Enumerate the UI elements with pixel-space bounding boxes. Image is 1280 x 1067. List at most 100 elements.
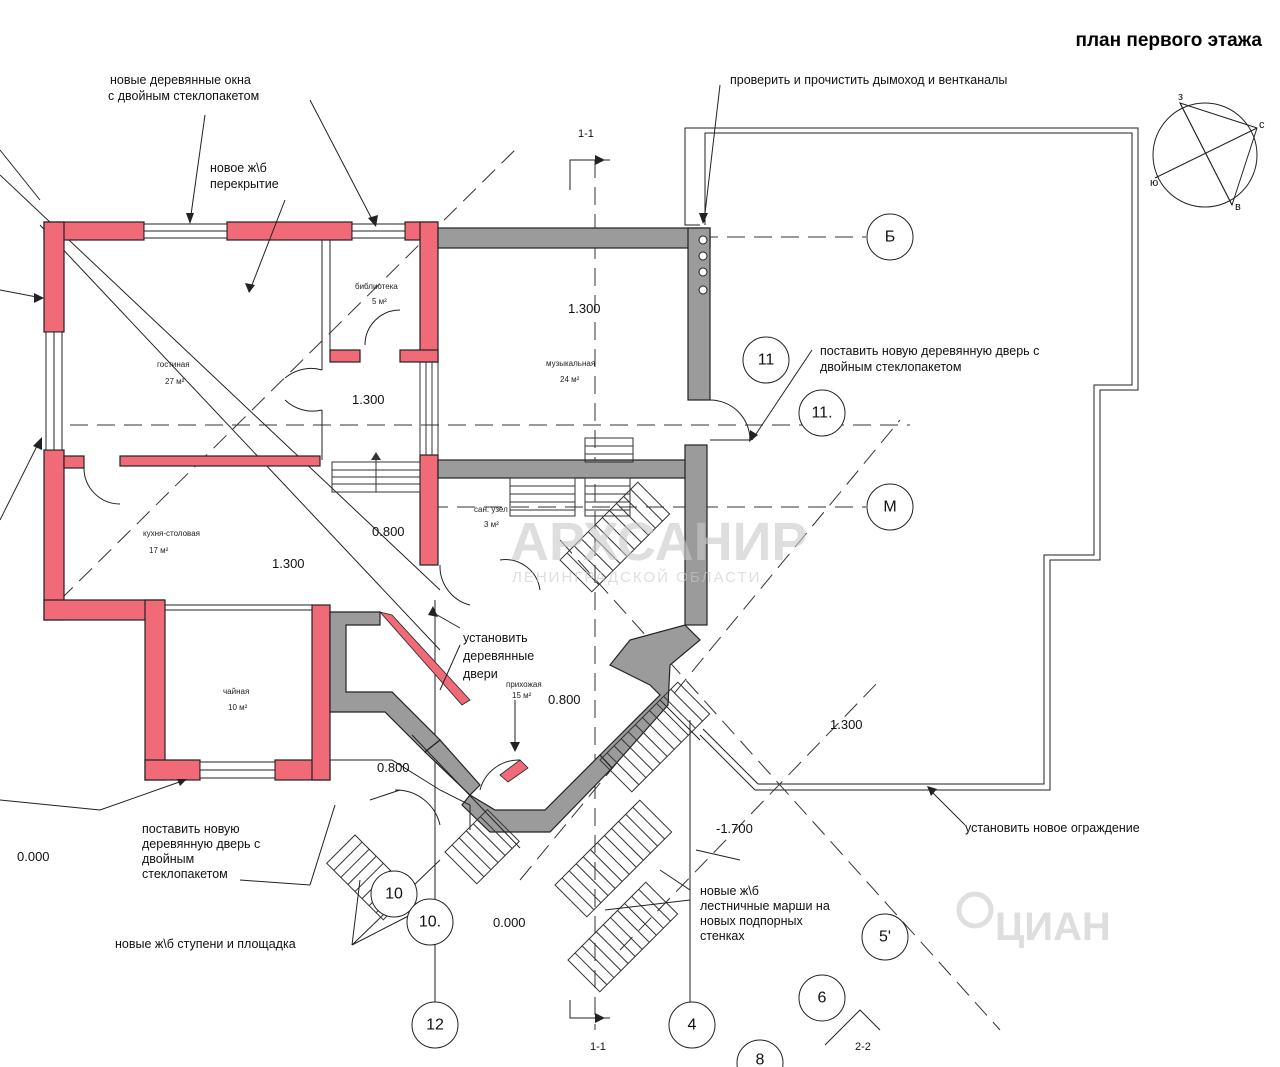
axis-label-11p: 11. (811, 405, 832, 422)
axis-label-12: 12 (426, 1017, 444, 1034)
room-living-name: гостиная (157, 360, 190, 369)
axis-label-5p: 5' (879, 929, 891, 946)
axis-label-6: 6 (818, 990, 827, 1007)
watermark-corner-text: ЦИАН (995, 905, 1111, 949)
room-tea-area: 10 м² (228, 703, 248, 712)
terrace-outline (684, 127, 1139, 791)
axis-bubble-10p: 10. (406, 898, 454, 946)
axis-bubble-6: 6 (798, 974, 846, 1022)
axis-label-8: 8 (756, 1052, 765, 1067)
axis-bubble-b: Б (866, 213, 914, 261)
level-ground-left: 0.000 (17, 849, 50, 864)
section-label-top: 1-1 (578, 128, 594, 140)
note-door-right-line-2: двойным стеклопакетом (820, 360, 961, 374)
note-stairs: новые ж\б лестничные марши на новых подп… (700, 884, 830, 943)
axis-label-11: 11 (758, 352, 775, 369)
compass-label-w: ю (1150, 177, 1158, 189)
drawing-title: план первого этажа (1076, 30, 1263, 51)
windows (45, 223, 406, 779)
axis-bubble-m: М (866, 483, 914, 531)
note-door-left-line-4: стеклопакетом (142, 867, 228, 881)
note-windows: новые деревянные окна с двойным стеклопа… (108, 73, 259, 103)
level-stair-top: 0.800 (372, 524, 405, 539)
axis-bubble-11p: 11. (798, 389, 846, 437)
note-door-left-line-3: двойным (142, 852, 194, 866)
note-windows-line-2: с двойным стеклопакетом (108, 89, 259, 103)
axis-bubble-8: 8 (736, 1039, 784, 1067)
note-slab: новое ж\б перекрытие (210, 161, 279, 191)
note-stairs-line-4: стенках (700, 929, 745, 943)
axis-bubble-4: 4 (668, 1001, 716, 1049)
room-kitchen-name: кухня-столовая (143, 529, 200, 538)
note-doors-wood-line-3: двери (463, 667, 498, 681)
note-stairs-line-3: новых подпорных (700, 914, 804, 928)
axis-label-b: Б (885, 229, 896, 246)
section-label-bottom: 1-1 (590, 1041, 606, 1053)
note-stairs-line-2: лестничные марши на (700, 899, 830, 913)
axis-bubble-11: 11 (742, 336, 790, 384)
note-stairs-line-1: новые ж\б (700, 884, 759, 898)
level-terrace: 1.300 (830, 717, 863, 732)
room-library-area: 5 м² (372, 297, 387, 306)
stairs (326, 362, 711, 993)
room-living-area: 27 м² (165, 377, 185, 386)
axis-bubble-10: 10 (370, 870, 418, 918)
axis-label-10p: 10. (419, 914, 441, 931)
room-music-name: музыкальная (546, 359, 595, 368)
room-bath-name: сан. узел (474, 505, 508, 514)
note-door-right-line-1: поставить новую деревянную дверь с (820, 344, 1039, 358)
note-windows-line-1: новые деревянные окна (110, 73, 251, 87)
level-ground-mid: 0.000 (493, 915, 526, 930)
note-doors-wood-line-1: установить (463, 631, 528, 645)
construction-lines (0, 144, 1001, 1031)
porch-outline (329, 759, 471, 830)
level-porch: 0.800 (377, 760, 410, 775)
note-doors-wood: установить деревянные двери (463, 631, 534, 681)
watermark-center-sub: ЛЕНИНГРАДСКОЙ ОБЛАСТИ (512, 568, 761, 586)
note-fence: установить новое ограждение (965, 821, 1140, 835)
note-chimney: проверить и прочистить дымоход и венткан… (730, 73, 1007, 87)
level-lower: -1.700 (716, 821, 753, 836)
note-slab-line-2: перекрытие (210, 177, 279, 191)
level-hall: 0.800 (548, 692, 581, 707)
axis-label-m: М (883, 499, 896, 516)
axis-bubble-12: 12 (411, 1001, 459, 1049)
compass-icon: з с в ю (1150, 91, 1265, 213)
note-door-left-line-1: поставить новую (142, 822, 240, 836)
room-bath-area: 3 м² (484, 520, 499, 529)
section-label-2-2: 2-2 (855, 1041, 871, 1053)
section-mark-2-2: 2-2 (824, 1009, 881, 1053)
compass-label-s: в (1235, 201, 1241, 213)
note-slab-line-1: новое ж\б (210, 161, 267, 175)
axis-label-10: 10 (385, 886, 403, 903)
note-doors-wood-line-2: деревянные (463, 649, 534, 663)
section-mark-1-1: 1-1 1-1 (569, 128, 610, 1053)
note-door-left: поставить новую деревянную дверь с двойн… (142, 822, 260, 881)
partitions (63, 240, 331, 611)
watermark-corner: ЦИАН (956, 891, 1111, 949)
room-hall-name: прихожая (506, 680, 542, 689)
room-music-area: 24 м² (560, 375, 580, 384)
compass-label-n: з (1178, 91, 1183, 103)
door-swings (83, 309, 751, 826)
note-door-right: поставить новую деревянную дверь с двойн… (820, 344, 1039, 374)
compass-label-e: с (1259, 119, 1265, 131)
new-wall-accents (378, 611, 529, 783)
level-kitchen: 1.300 (272, 556, 305, 571)
axis-label-4: 4 (688, 1017, 697, 1034)
new-walls (43, 221, 439, 781)
note-door-left-line-2: деревянную дверь с (142, 837, 260, 851)
axis-bubble-5p: 5' (861, 913, 909, 961)
leader-lines (0, 84, 966, 946)
room-kitchen-area: 17 м² (149, 546, 169, 555)
room-library-name: библиотека (355, 282, 398, 291)
watermark-logo-icon (956, 891, 994, 929)
level-music: 1.300 (568, 301, 601, 316)
watermark-center: АРХСАНИР (510, 512, 807, 572)
note-steps: новые ж\б ступени и площадка (115, 937, 296, 951)
chimney-icon (698, 235, 708, 295)
room-hall-area: 15 м² (512, 691, 532, 700)
level-hallway: 1.300 (352, 392, 385, 407)
existing-walls (329, 227, 711, 833)
